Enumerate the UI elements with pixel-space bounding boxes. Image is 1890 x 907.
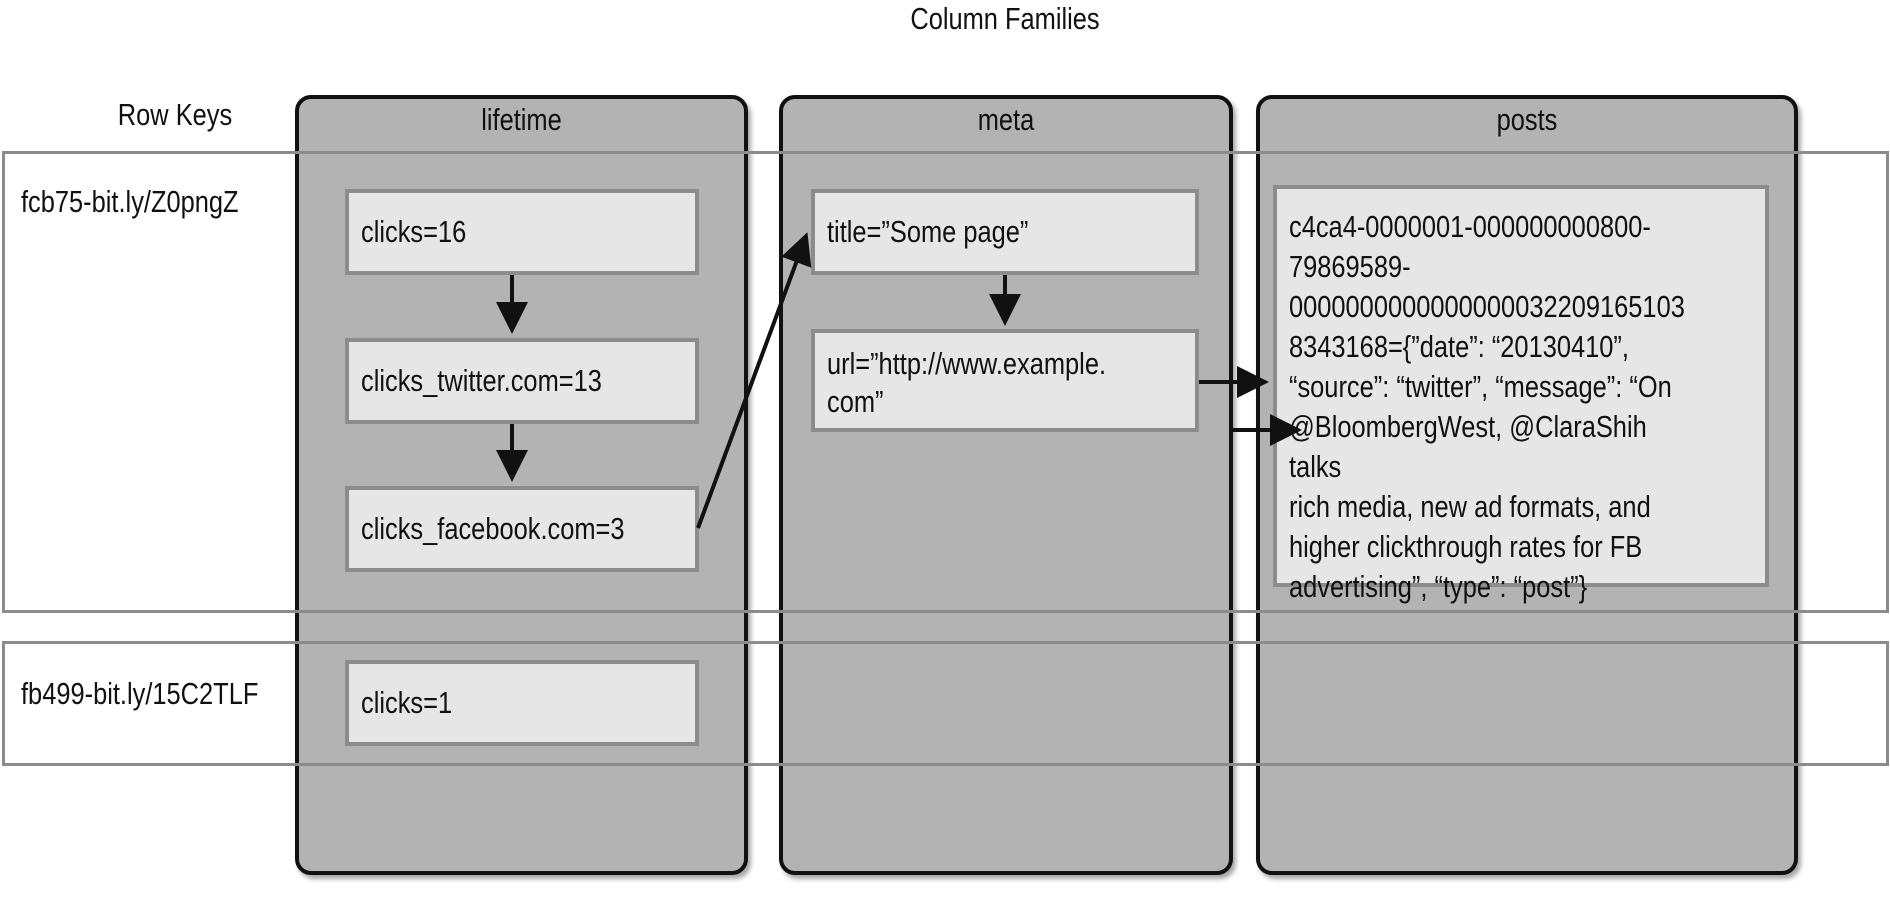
family-title-meta: meta (977, 102, 1035, 137)
cell-clicks-row2-text: clicks=1 (361, 685, 453, 720)
cell-clicks-twitter: clicks_twitter.com=13 (345, 338, 699, 424)
cell-title: title=”Some page” (811, 189, 1199, 275)
cell-clicks-twitter-text: clicks_twitter.com=13 (361, 363, 602, 398)
cell-clicks: clicks=16 (345, 189, 699, 275)
cell-url: url=”http://www.example. com” (811, 329, 1199, 432)
cell-title-text: title=”Some page” (827, 214, 1029, 249)
row-band-2: fb499-bit.ly/15C2TLF (2, 641, 1889, 766)
row-key-2: fb499-bit.ly/15C2TLF (21, 676, 259, 711)
column-families-heading: Column Families (910, 1, 1100, 36)
family-title-lifetime: lifetime (481, 102, 562, 137)
cell-post-text: c4ca4-0000001-000000000800- 79869589- 00… (1289, 209, 1685, 604)
family-title-posts: posts (1496, 102, 1558, 137)
row-keys-heading: Row Keys (117, 97, 233, 132)
cell-post: c4ca4-0000001-000000000800- 79869589- 00… (1273, 185, 1769, 604)
cell-clicks-facebook: clicks_facebook.com=3 (345, 486, 699, 572)
cell-clicks-row2: clicks=1 (345, 660, 699, 746)
row-band-1: fcb75-bit.ly/Z0pngZ (2, 151, 1889, 613)
cell-clicks-facebook-text: clicks_facebook.com=3 (361, 511, 625, 546)
row-key-1: fcb75-bit.ly/Z0pngZ (21, 184, 239, 219)
cell-clicks-text: clicks=16 (361, 214, 467, 249)
cell-url-text: url=”http://www.example. com” (827, 346, 1107, 419)
